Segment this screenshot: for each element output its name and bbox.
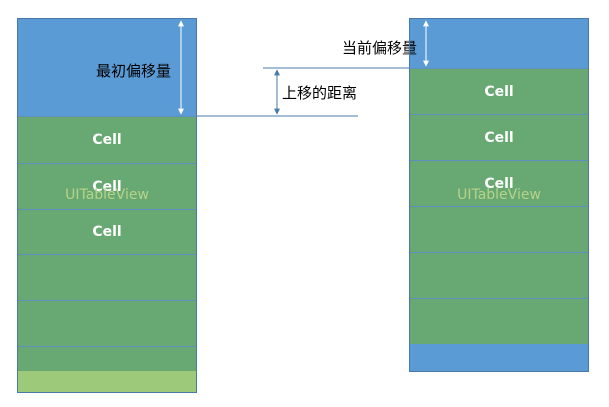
cell-label: Cell bbox=[92, 132, 122, 148]
right-offset-label: 当前偏移量 bbox=[342, 39, 418, 57]
left-table-watermark: UITableView bbox=[65, 187, 149, 203]
left-offset-label: 最初偏移量 bbox=[96, 62, 172, 80]
left-cell-2: Cell bbox=[18, 163, 196, 209]
cell-label: Cell bbox=[92, 224, 122, 240]
shift-distance-label: 上移的距离 bbox=[282, 84, 358, 102]
left-cell-3: Cell bbox=[18, 209, 196, 254]
left-cell-6 bbox=[18, 346, 196, 371]
cell-label: Cell bbox=[484, 83, 514, 100]
right-table-watermark: UITableView bbox=[457, 187, 541, 203]
left-initial-offset-area bbox=[18, 19, 196, 116]
cell-label: Cell bbox=[92, 178, 122, 195]
cell-label: Cell bbox=[484, 129, 514, 146]
left-cell-4 bbox=[18, 254, 196, 300]
right-cell-1: Cell bbox=[410, 68, 588, 114]
right-bottom-area bbox=[410, 344, 588, 371]
left-cell-1: Cell bbox=[18, 116, 196, 163]
cell-label: Cell bbox=[484, 175, 514, 192]
right-current-offset-area bbox=[410, 19, 588, 68]
right-cell-2: Cell bbox=[410, 114, 588, 160]
right-cell-6 bbox=[410, 298, 588, 344]
right-cell-3: Cell bbox=[410, 160, 588, 206]
right-cell-5 bbox=[410, 252, 588, 298]
left-bottom-area bbox=[18, 371, 196, 392]
right-cell-4 bbox=[410, 206, 588, 252]
left-cell-5 bbox=[18, 300, 196, 346]
